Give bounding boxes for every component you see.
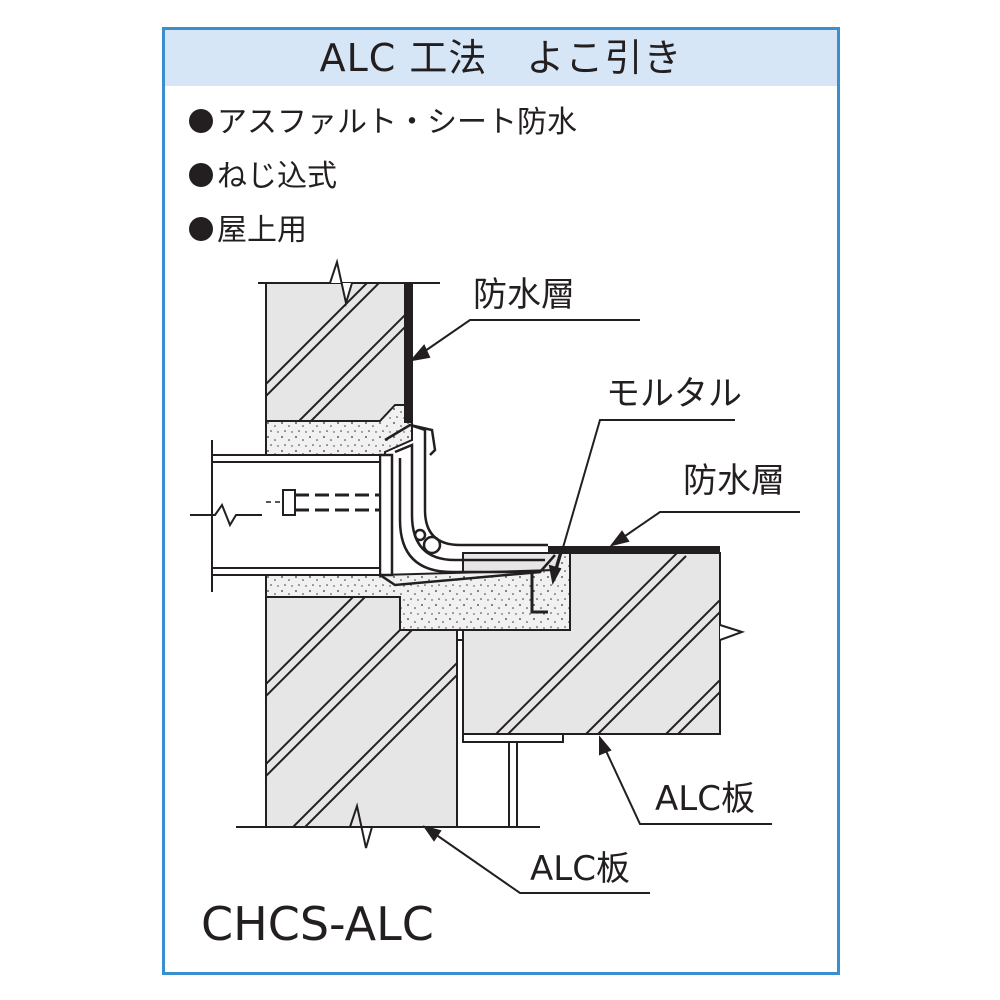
label-waterproof-roof: 防水層 bbox=[683, 461, 785, 501]
label-waterproof-wall: 防水層 bbox=[473, 275, 575, 315]
bullet-icon bbox=[189, 163, 213, 187]
bullet-icon bbox=[189, 217, 213, 241]
feature-text: ねじ込式 bbox=[217, 159, 337, 194]
bullet-icon bbox=[189, 109, 213, 133]
anchor-hook bbox=[530, 572, 548, 614]
label-alc-wall: ALC板 bbox=[530, 849, 630, 889]
feature-item: 屋上用 bbox=[189, 204, 577, 258]
label-alc-slab: ALC板 bbox=[655, 779, 755, 819]
feature-item: アスファルト・シート防水 bbox=[189, 96, 577, 150]
label-mortar: モルタル bbox=[606, 374, 742, 414]
waterproof-layer-wall bbox=[404, 283, 412, 423]
page-title: ALC 工法 よこ引き bbox=[319, 36, 683, 80]
fixing-bolt bbox=[266, 489, 380, 516]
title-bar: ALC 工法 よこ引き bbox=[165, 30, 837, 86]
alc-roof-slab bbox=[462, 552, 746, 735]
waterproof-layer-roof bbox=[548, 546, 720, 554]
steel-beam bbox=[457, 639, 564, 828]
upper-alc-wall bbox=[258, 258, 440, 422]
feature-item: ねじ込式 bbox=[189, 150, 577, 204]
leader-lines bbox=[409, 319, 800, 894]
feature-text: アスファルト・シート防水 bbox=[217, 105, 577, 140]
model-code: CHCS-ALC bbox=[201, 897, 434, 951]
feature-text: 屋上用 bbox=[217, 213, 307, 248]
feature-list: アスファルト・シート防水 ねじ込式 屋上用 bbox=[189, 96, 577, 258]
lower-alc-wall bbox=[236, 596, 540, 849]
